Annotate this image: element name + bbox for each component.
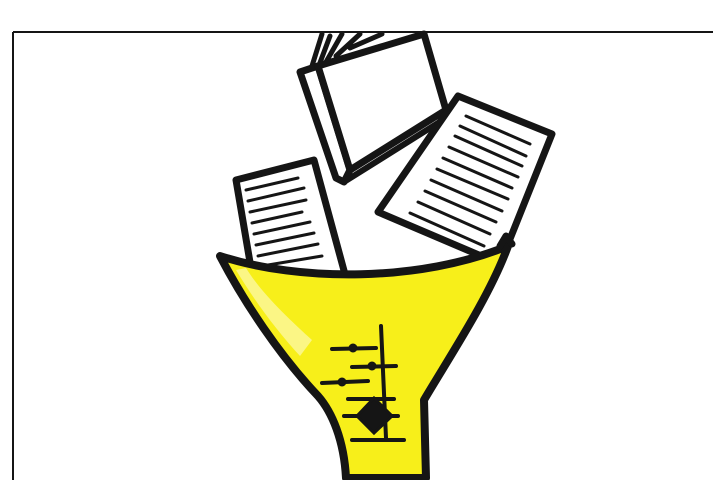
illustration-frame [0,0,713,480]
meta-analysis-illustration [0,0,713,480]
